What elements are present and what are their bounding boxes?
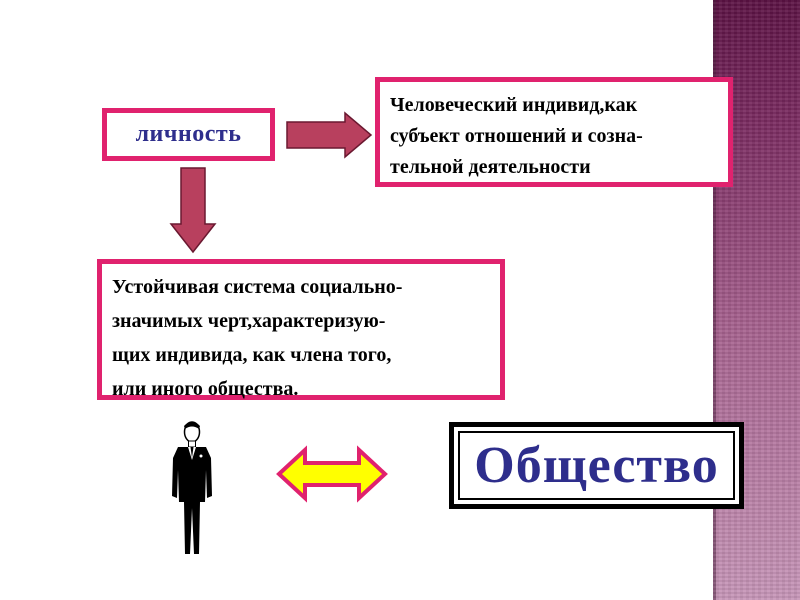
arrow-right-icon [286,111,373,159]
society-label: Общество [474,437,719,494]
system-description-text: Устойчивая система социально- значимых ч… [112,276,403,400]
definition-box: Человеческий индивид,как субъект отношен… [375,77,733,187]
person-icon [172,421,212,554]
system-description-box: Устойчивая система социально- значимых ч… [97,259,505,400]
society-box: Общество [449,422,744,509]
double-arrow-icon [276,445,388,503]
definition-text: Человеческий индивид,как субъект отношен… [390,94,643,178]
personality-box: личность [102,108,275,161]
personality-label: личность [135,121,242,147]
arrow-down-icon [169,167,217,254]
